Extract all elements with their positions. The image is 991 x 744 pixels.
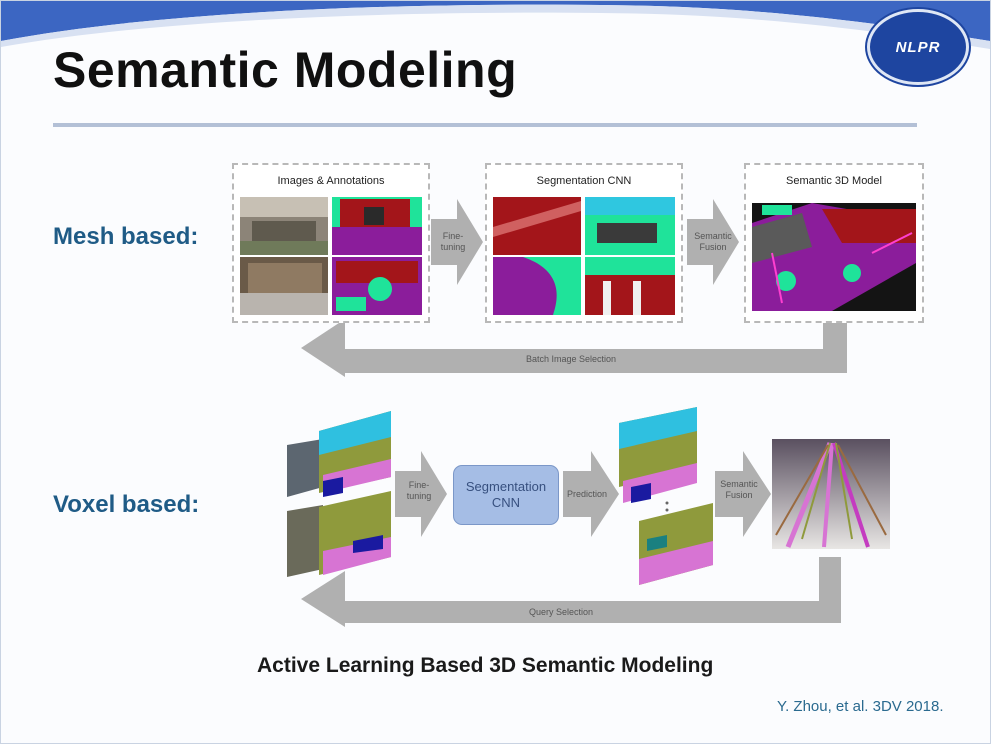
mesh-arrow-fusion-label: Semantic Fusion bbox=[689, 231, 737, 253]
panel-segmentation-cnn: Segmentation CNN bbox=[485, 163, 683, 323]
mesh-feedback-arrow bbox=[301, 319, 861, 377]
voxel-arrow-finetuning-label: Fine- tuning bbox=[397, 480, 441, 502]
voxel-arrow-fusion-label: Semantic Fusion bbox=[715, 479, 763, 501]
mesh-label: Mesh based: bbox=[53, 223, 198, 251]
citation: Y. Zhou, et al. 3DV 2018. bbox=[777, 698, 944, 715]
slide-title: Semantic Modeling bbox=[53, 41, 517, 99]
mesh-feedback-label: Batch Image Selection bbox=[451, 354, 691, 365]
nlpr-logo: NLPR bbox=[867, 9, 969, 85]
mesh-arrow-finetuning-label: Fine- tuning bbox=[431, 231, 475, 253]
panel-title: Segmentation CNN bbox=[487, 175, 681, 187]
logo-text: NLPR bbox=[896, 39, 941, 56]
panel-title: Images & Annotations bbox=[234, 175, 428, 187]
cnn-box-label: Segmentation CNN bbox=[466, 479, 546, 511]
voxel-feedback-label: Query Selection bbox=[441, 607, 681, 618]
semantic-3d-model bbox=[752, 203, 916, 311]
panel-title: Semantic 3D Model bbox=[746, 175, 922, 187]
segmentation-results bbox=[493, 197, 675, 315]
voxel-prediction-images bbox=[617, 407, 717, 587]
panel-semantic-3d-model: Semantic 3D Model bbox=[744, 163, 924, 323]
segmentation-cnn-box: Segmentation CNN bbox=[453, 465, 559, 525]
title-rule bbox=[53, 123, 917, 127]
annotated-images bbox=[240, 197, 422, 315]
voxel-semantic-model bbox=[772, 439, 890, 549]
voxel-input-images bbox=[283, 411, 395, 579]
voxel-label: Voxel based: bbox=[53, 491, 199, 519]
slide-caption: Active Learning Based 3D Semantic Modeli… bbox=[257, 654, 713, 678]
voxel-arrow-prediction-label: Prediction bbox=[559, 489, 615, 500]
panel-images-annotations: Images & Annotations bbox=[232, 163, 430, 323]
